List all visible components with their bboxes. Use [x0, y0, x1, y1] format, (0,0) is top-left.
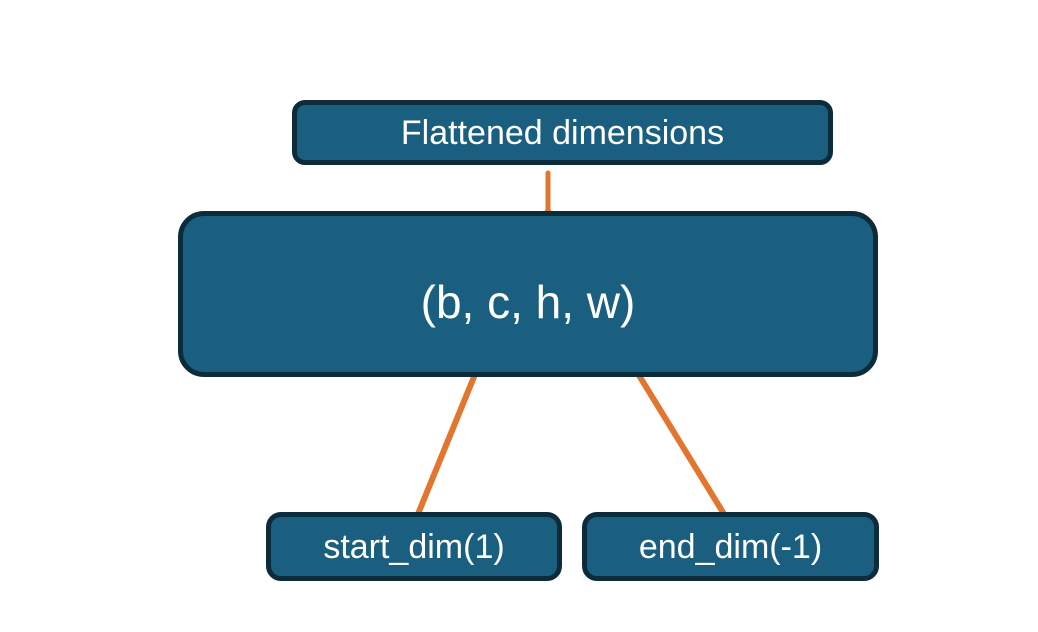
- start-dim-box: start_dim(1): [266, 512, 562, 581]
- end-dim-box: end_dim(-1): [582, 512, 879, 581]
- end-dim-label: end_dim(-1): [638, 527, 823, 566]
- start-dim-label: start_dim(1): [323, 527, 505, 566]
- tensor-shape-box: (b, c, h, w): [178, 211, 878, 377]
- flattened-dimensions-label: Flattened dimensions: [400, 113, 725, 152]
- flattened-dimensions-box: Flattened dimensions: [292, 100, 833, 165]
- tensor-shape-label: (b, c, h, w): [420, 276, 636, 328]
